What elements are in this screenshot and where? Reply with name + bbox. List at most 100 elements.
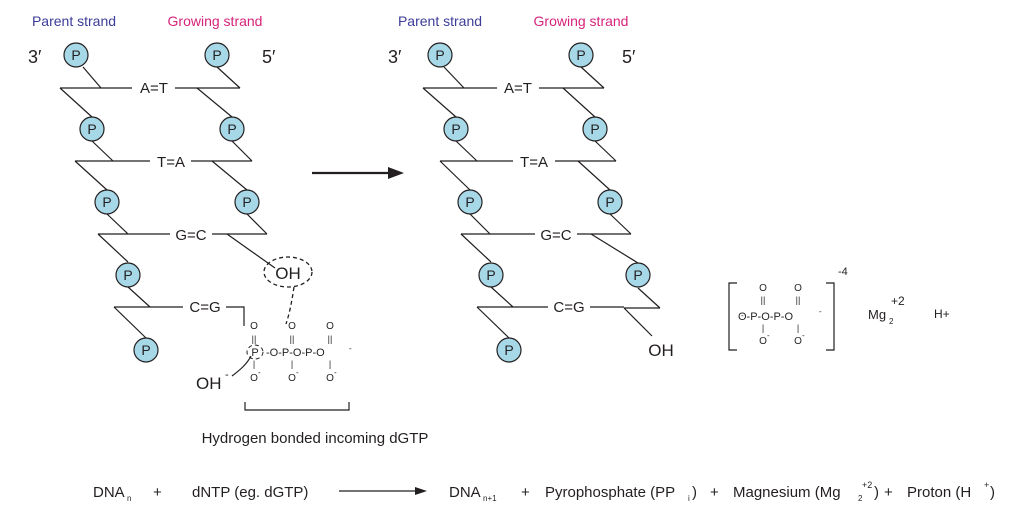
equation-dna-n1-subscript: n+1: [483, 494, 497, 503]
phosphorus-highlight: [246, 344, 264, 360]
phosphate-label: P: [227, 121, 236, 137]
phosphate-label: P: [590, 121, 599, 137]
leaving-curved-arrow: [231, 355, 252, 377]
base-pair-connectors: [464, 87, 624, 308]
attack-dashed-arrow: [285, 286, 295, 325]
growing-strand-backbone: [562, 66, 661, 337]
incoming-triphosphate: O O O || || || P -O-P-O-P-O - | | | O O …: [246, 321, 352, 384]
oxygen-label: O: [326, 373, 334, 384]
phosphate-group: P: [478, 262, 504, 288]
hydroxyl-label: OH: [275, 264, 301, 283]
oxygen-label: O: [326, 321, 334, 332]
magnesium-superscript: +2: [891, 294, 905, 308]
three-prime-label: 3′: [388, 47, 402, 67]
phosphate-label: P: [242, 194, 251, 210]
base-pair-label: A=T: [140, 80, 168, 97]
oxygen-label: O: [288, 373, 296, 384]
parent-strand-label: Parent strand: [32, 13, 116, 29]
phosphate-label: P: [576, 47, 585, 63]
alpha-phosphorus-label: P: [251, 347, 258, 359]
base-pair-connectors: [101, 87, 245, 326]
equation-close-paren: ): [990, 484, 995, 501]
pyrophosphate-charge: -4: [838, 266, 848, 278]
growing-strand-label: Growing strand: [534, 13, 629, 29]
oxygen-label: O: [288, 321, 296, 332]
double-bond-mark: ||: [328, 334, 333, 344]
charge-mark: -: [802, 331, 805, 340]
equation-close-paren: ): [692, 484, 697, 501]
equation-pyrophosphate: Pyrophosphate (PP: [545, 484, 675, 501]
phosphate-label: P: [102, 194, 111, 210]
base-pair-label: G=C: [540, 227, 571, 244]
right-panel: Parent strand Growing strand 3′ 5′ P P P…: [388, 13, 674, 363]
single-bond-mark: |: [797, 323, 799, 333]
charge-mark: -: [349, 344, 352, 353]
reaction-arrow: [312, 167, 404, 179]
phosphate-label: P: [465, 194, 474, 210]
magnesium-subscript: 2: [889, 317, 894, 326]
phosphate-label: P: [605, 194, 614, 210]
phosphate-label: P: [486, 267, 495, 283]
double-bond-mark: ||: [290, 334, 295, 344]
single-bond-mark: |: [291, 359, 293, 369]
phosphate-group: P: [219, 116, 245, 142]
phosphate-label: P: [71, 47, 80, 63]
phosphate-label: P: [212, 47, 221, 63]
base-pair-label: C=G: [189, 299, 220, 316]
double-bond-mark: ||: [252, 334, 257, 344]
five-prime-label: 5′: [622, 47, 636, 67]
growing-strand-label: Growing strand: [168, 13, 263, 29]
triphosphate-chain-label: -O-P-O-P-O: [266, 347, 325, 359]
single-bond-mark: |: [253, 359, 255, 369]
phosphate-label: P: [451, 121, 460, 137]
phosphate-label: P: [141, 342, 150, 358]
right-bracket: [826, 282, 835, 351]
oxygen-label: O: [759, 283, 767, 294]
hydroxide-charge: -: [225, 369, 229, 381]
incoming-caption: Hydrogen bonded incoming dGTP: [202, 430, 429, 447]
phosphate-group: P: [597, 189, 623, 215]
magnesium-label: Mg: [868, 307, 886, 322]
oxygen-label: O: [794, 283, 802, 294]
phosphate-group: P: [204, 42, 230, 68]
base-pair-label: T=A: [157, 154, 185, 171]
phosphate-group: P: [582, 116, 608, 142]
three-prime-label: 3′: [28, 47, 42, 67]
hydroxide-label: OH: [196, 374, 222, 393]
single-bond-mark: |: [762, 323, 764, 333]
equation-proton-superscript: +: [984, 480, 989, 490]
left-bracket: [728, 282, 737, 351]
oxygen-label: O: [759, 336, 767, 347]
equation-pyrophosphate-subscript: i: [688, 494, 690, 503]
charge-mark: -: [296, 368, 299, 377]
left-panel: Parent strand Growing strand 3′ 5′ P P P…: [28, 13, 428, 447]
equation-dna-n1: DNA: [449, 484, 481, 501]
phosphate-group: P: [79, 116, 105, 142]
phosphate-label: P: [504, 342, 513, 358]
equation-proton: Proton (H: [907, 484, 971, 501]
oxygen-label: O: [250, 373, 258, 384]
pyrophosphate-chain: O-P-O-P-O: [738, 311, 793, 323]
phosphate-label: P: [123, 267, 132, 283]
equation-magnesium-subscript: 2: [858, 494, 863, 503]
five-prime-label: 5′: [262, 47, 276, 67]
base-pair-label: C=G: [553, 299, 584, 316]
phosphate-group: P: [568, 42, 594, 68]
base-pair-label: A=T: [504, 80, 532, 97]
phosphate-label: P: [633, 267, 642, 283]
charge-mark: -: [258, 368, 261, 377]
phosphate-label: P: [435, 47, 444, 63]
charge-mark: -: [741, 311, 744, 320]
parent-strand-label: Parent strand: [398, 13, 482, 29]
equation-plus: +: [153, 484, 162, 501]
double-bond-mark: ||: [796, 295, 801, 305]
parent-strand-backbone: [422, 66, 514, 339]
parent-strand-backbone: [59, 66, 151, 339]
equation-dna-n: DNA: [93, 484, 125, 501]
single-bond-mark: |: [329, 359, 331, 369]
charge-mark: -: [767, 331, 770, 340]
phosphate-label: P: [87, 121, 96, 137]
charge-mark: -: [334, 368, 337, 377]
hydroxyl-highlight-circle: [263, 256, 313, 288]
